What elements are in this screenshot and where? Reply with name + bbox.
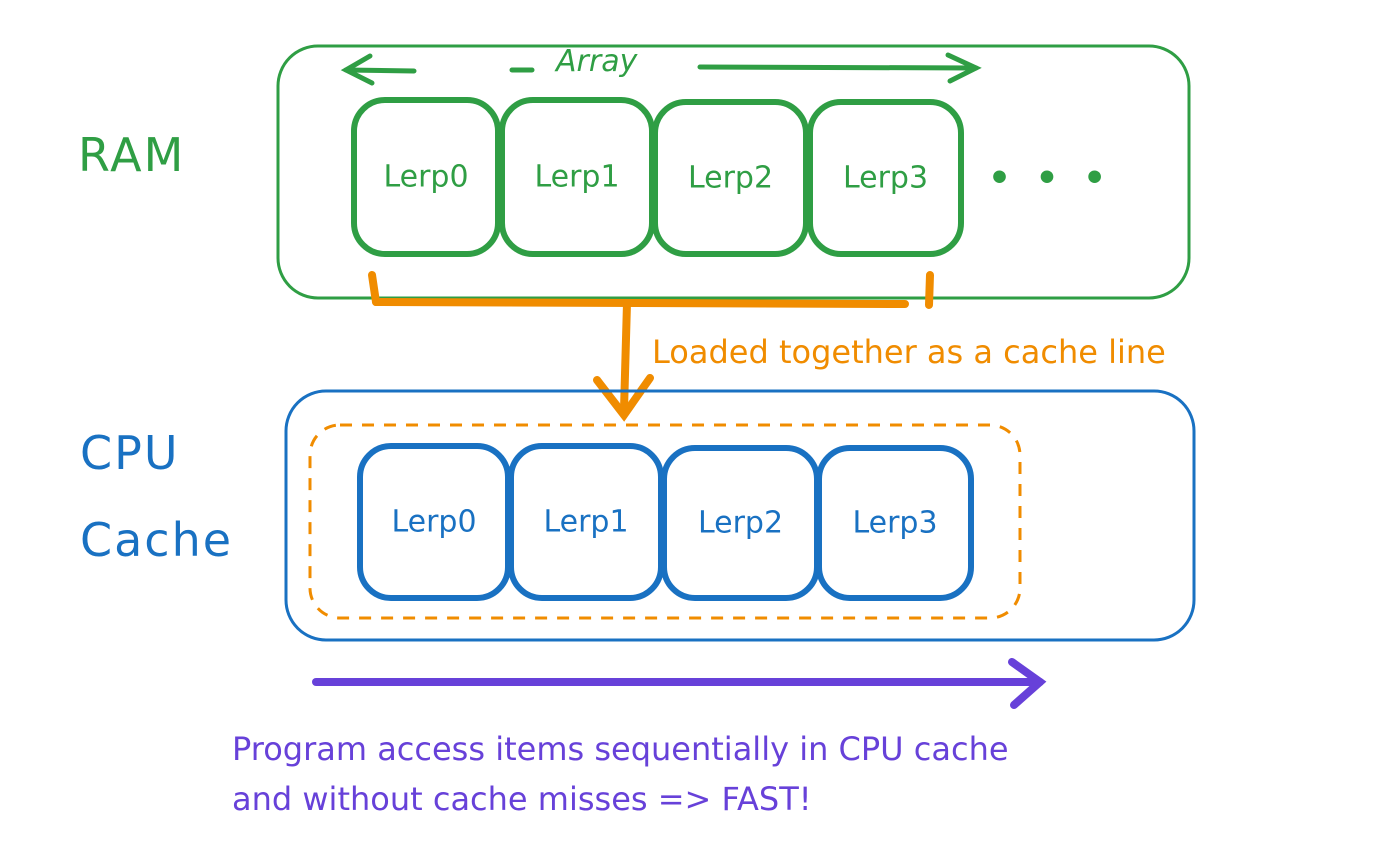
ram-cell-3: Lerp3 — [807, 99, 964, 257]
cache-cell-0: Lerp0 — [357, 443, 511, 601]
ram-cell-2: Lerp2 — [652, 99, 809, 257]
cache-cell-label: Lerp2 — [697, 505, 784, 541]
ram-container — [276, 44, 1191, 300]
ram-cell-label: Lerp0 — [383, 159, 469, 195]
cache-line-label: Loaded together as a cache line — [652, 333, 1166, 371]
ram-cell-label: Lerp3 — [842, 160, 929, 196]
caption-line-2: and without cache misses => FAST! — [232, 780, 812, 818]
access-direction-arrow — [312, 658, 1047, 709]
cache-cell-1: Lerp1 — [508, 443, 664, 601]
ram-cell-1: Lerp1 — [499, 97, 655, 257]
ram-label: RAM — [78, 128, 186, 182]
array-span-arrow — [340, 52, 982, 86]
ram-cell-0: Lerp0 — [351, 97, 501, 257]
cache-cell-label: Lerp0 — [391, 504, 477, 540]
cache-label: Cache — [80, 513, 234, 567]
cpu-cache-container — [284, 389, 1196, 642]
array-label: Array — [556, 44, 638, 79]
cpu-label: CPU — [80, 426, 180, 480]
cache-cell-label: Lerp3 — [852, 505, 938, 541]
caption-line-1: Program access items sequentially in CPU… — [232, 730, 1009, 768]
ellipsis-more-items: • • • — [988, 158, 1113, 199]
cache-cell-label: Lerp1 — [543, 504, 629, 540]
cache-cell-3: Lerp3 — [816, 445, 974, 601]
ram-cell-label: Lerp2 — [687, 160, 774, 196]
ram-cell-label: Lerp1 — [534, 159, 620, 195]
cache-cell-2: Lerp2 — [661, 445, 820, 601]
